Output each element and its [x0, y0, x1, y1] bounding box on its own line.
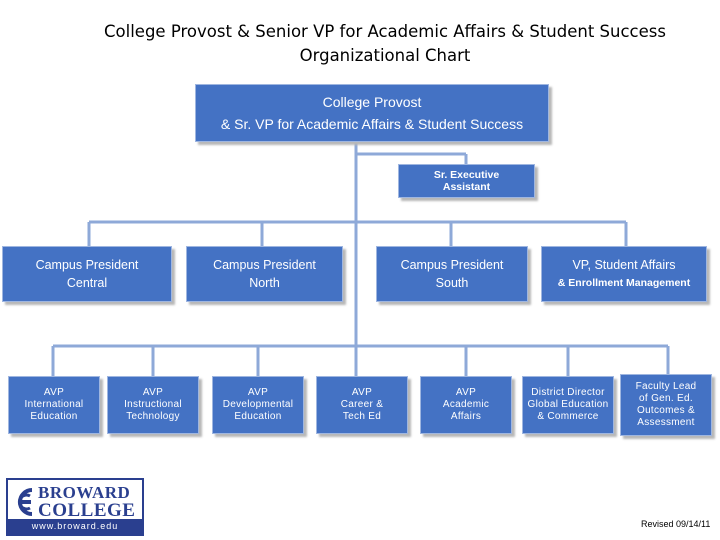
title-line-2: Organizational Chart	[299, 46, 471, 65]
node-sr-executive-assistant: Sr. Executive Assistant	[398, 164, 535, 198]
node-avp-international-education: AVP International Education	[8, 376, 100, 434]
logo-word-broward: BROWARD	[38, 483, 131, 502]
node-vp-student-affairs: VP, Student Affairs & Enrollment Managem…	[541, 246, 707, 302]
broward-college-logo: BROWARD COLLEGE www.broward.edu	[6, 478, 144, 536]
revised-date: Revised 09/14/11	[641, 519, 711, 529]
logo-word-college: COLLEGE	[38, 500, 136, 521]
node-campus-president-north: Campus President North	[186, 246, 343, 302]
broward-logo-mark-icon	[17, 488, 33, 516]
node-campus-president-south: Campus President South	[376, 246, 528, 302]
node-avp-career-tech-ed: AVP Career & Tech Ed	[316, 376, 408, 434]
node-avp-developmental-education: AVP Developmental Education	[212, 376, 304, 434]
chart-title: College Provost & Senior VP for Academic…	[60, 20, 710, 68]
node-avp-academic-affairs: AVP Academic Affairs	[420, 376, 512, 434]
node-campus-president-central: Campus President Central	[2, 246, 172, 302]
logo-url: www.broward.edu	[8, 519, 142, 534]
node-faculty-lead-gen-ed: Faculty Lead of Gen. Ed. Outcomes & Asse…	[620, 374, 712, 436]
title-line-1: College Provost & Senior VP for Academic…	[104, 22, 666, 41]
node-college-provost: College Provost & Sr. VP for Academic Af…	[195, 84, 549, 142]
node-district-director-global-education: District Director Global Education & Com…	[522, 376, 614, 434]
node-avp-instructional-technology: AVP Instructional Technology	[107, 376, 199, 434]
